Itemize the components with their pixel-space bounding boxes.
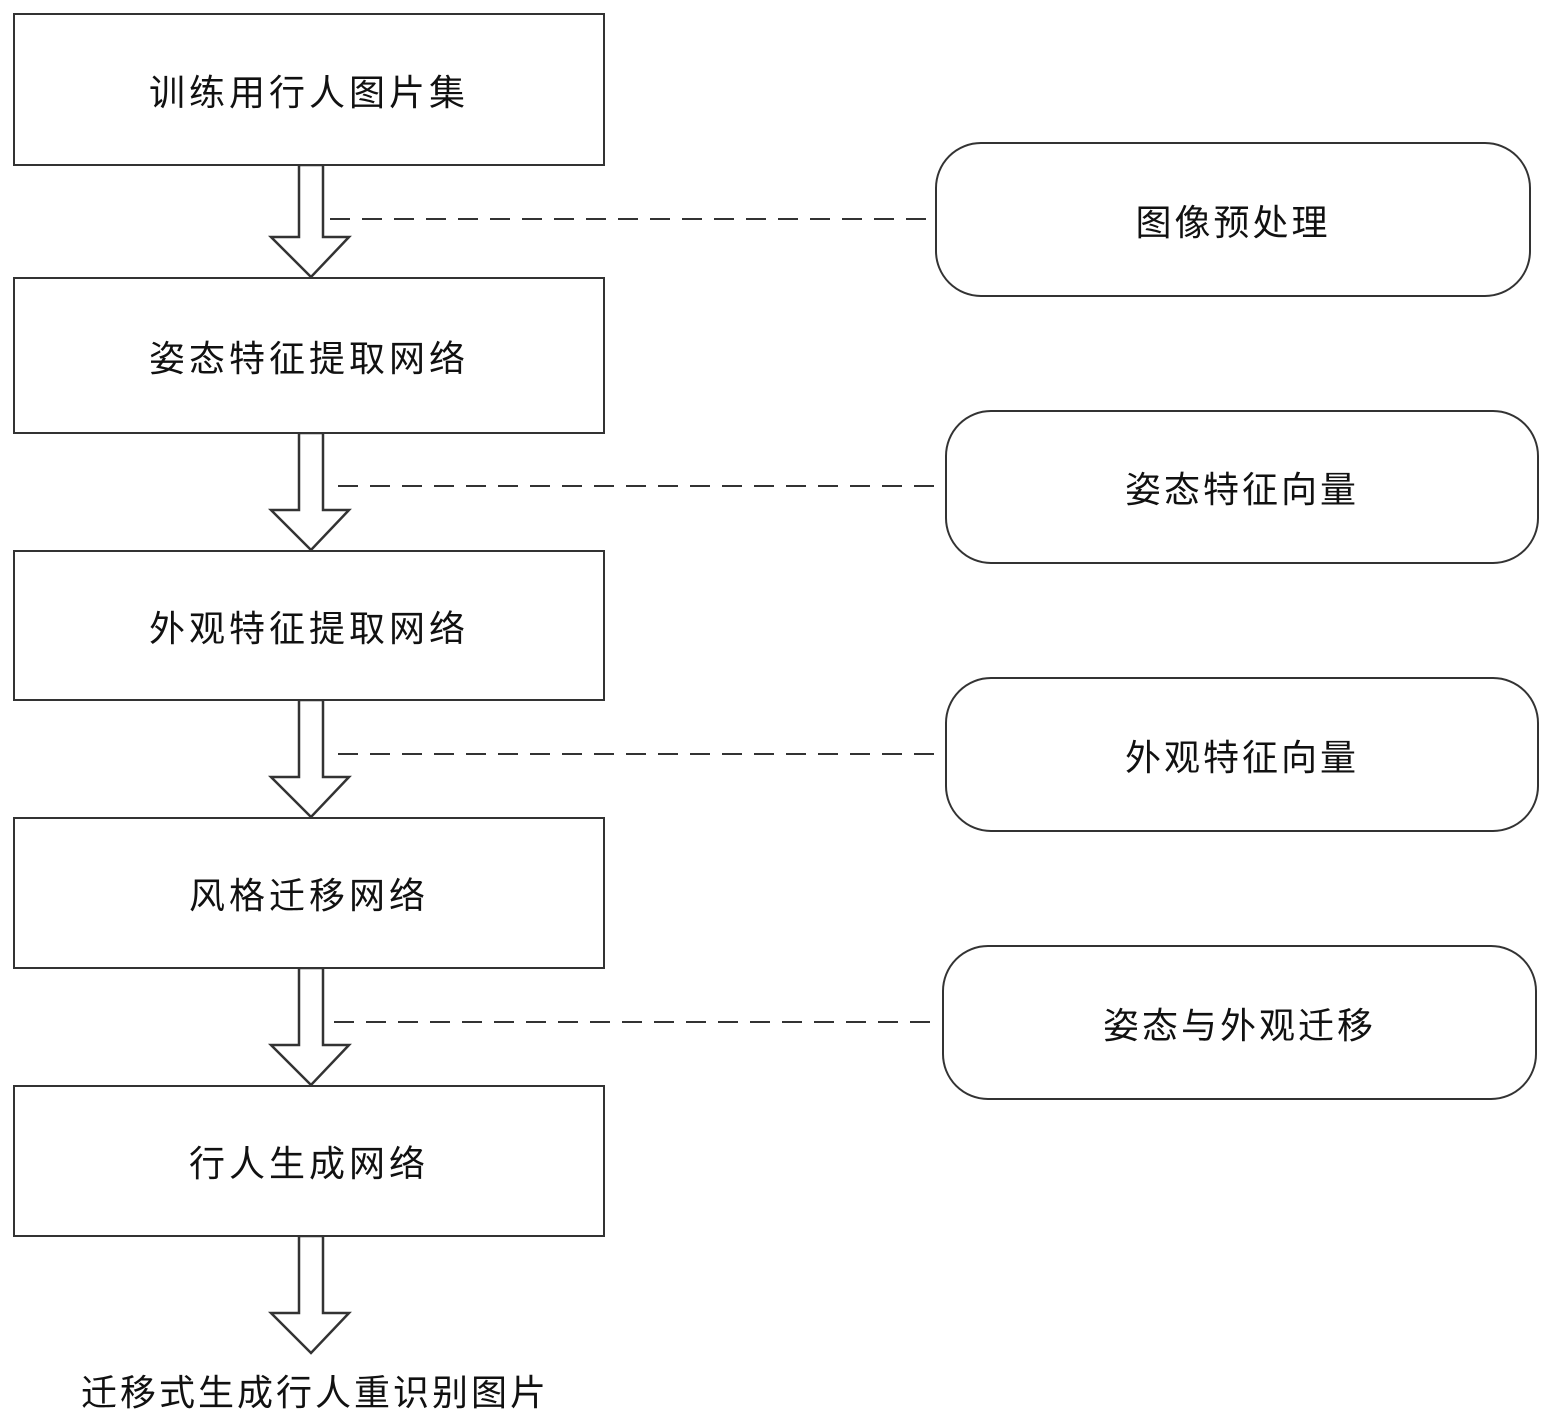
arrow-2: [267, 431, 352, 552]
arrow-1: [267, 163, 352, 279]
arrow-3: [267, 698, 352, 819]
output-label: 迁移式生成行人重识别图片: [20, 1362, 610, 1418]
step-style-transfer: 风格迁移网络: [13, 817, 605, 969]
step-label: 训练用行人图片集: [148, 72, 469, 114]
step-training-set: 训练用行人图片集: [13, 13, 605, 166]
note-label: 图像预处理: [1135, 202, 1331, 244]
note-preprocessing: 图像预处理: [935, 142, 1531, 297]
note-pose-appearance-transfer: 姿态与外观迁移: [942, 945, 1537, 1100]
step-appearance-extraction: 外观特征提取网络: [13, 550, 605, 701]
note-label: 姿态特征向量: [1124, 470, 1359, 511]
note-label: 外观特征向量: [1124, 737, 1359, 779]
note-pose-vector: 姿态特征向量: [945, 410, 1539, 564]
step-label: 姿态特征提取网络: [148, 338, 469, 380]
step-label: 外观特征提取网络: [148, 608, 469, 650]
step-label: 风格迁移网络: [188, 876, 429, 917]
step-label: 行人生成网络: [188, 1144, 429, 1185]
note-label: 姿态与外观迁移: [1102, 1005, 1376, 1047]
output-text: 迁移式生成行人重识别图片: [80, 1373, 549, 1414]
step-pedestrian-generation: 行人生成网络: [13, 1085, 605, 1237]
note-appearance-vector: 外观特征向量: [945, 677, 1539, 832]
step-pose-extraction: 姿态特征提取网络: [13, 277, 605, 434]
arrow-5: [267, 1234, 352, 1355]
arrow-4: [267, 966, 352, 1087]
